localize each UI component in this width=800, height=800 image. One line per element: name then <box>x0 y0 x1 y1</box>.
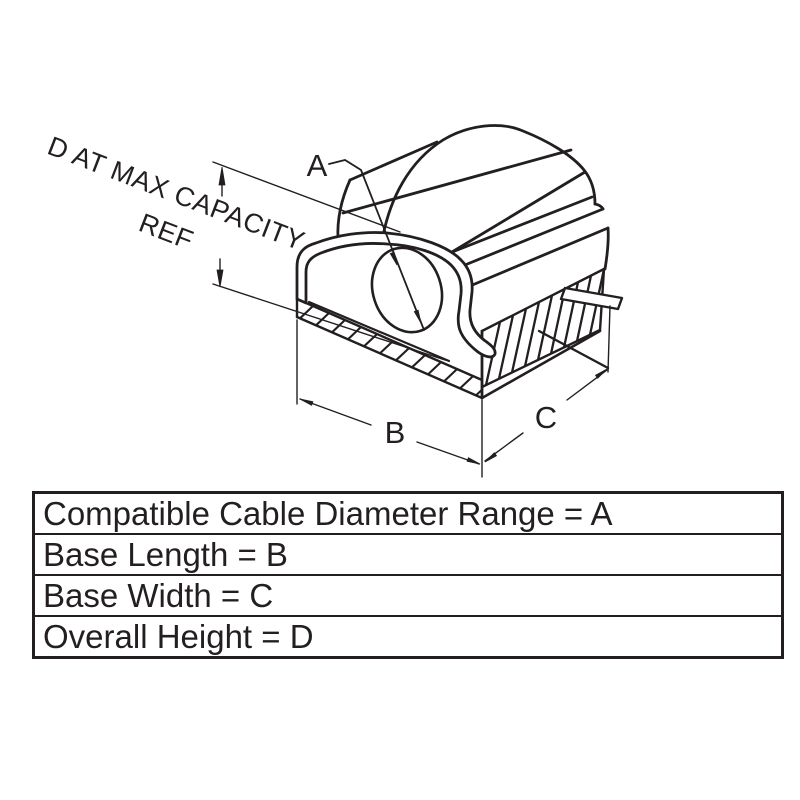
legend-table: Compatible Cable Diameter Range = A Base… <box>32 491 784 659</box>
table-row: Base Length = B <box>35 533 781 574</box>
dim-c-arrow-lower <box>484 452 498 463</box>
hatch-lines-front <box>298 304 482 397</box>
table-cell-dim-d: Overall Height = D <box>43 617 314 655</box>
clip-dome <box>336 124 610 288</box>
dim-d-note-line2: REF <box>135 208 198 256</box>
dim-b-label: B <box>385 415 406 450</box>
table-row: Overall Height = D <box>35 615 781 656</box>
release-liner <box>480 286 624 400</box>
dim-b <box>296 319 483 478</box>
liner-peel-tab <box>559 286 624 311</box>
dim-c-label: C <box>535 400 557 435</box>
dim-c-arrow-upper <box>594 368 608 379</box>
table-cell-dim-b: Base Length = B <box>43 535 288 573</box>
dim-a-arrow-upper <box>389 251 398 266</box>
table-row: Compatible Cable Diameter Range = A <box>35 494 781 533</box>
dim-d <box>212 161 446 361</box>
dim-c <box>484 305 611 463</box>
table-row: Base Width = C <box>35 574 781 615</box>
table-cell-dim-c: Base Width = C <box>43 576 274 614</box>
adhesive-foam-right <box>480 267 606 389</box>
dim-b-arrow-left <box>299 398 314 406</box>
dim-a-label: A <box>307 148 328 183</box>
dim-d-arrow-down <box>216 269 224 288</box>
dim-a-arrow-lower <box>413 309 422 324</box>
dim-b-arrow-right <box>466 457 481 465</box>
hatch-lines-right <box>484 269 604 387</box>
cable-ellipse <box>370 246 444 334</box>
table-cell-dim-a: Compatible Cable Diameter Range = A <box>43 494 613 532</box>
cavity-floor-line <box>307 300 451 363</box>
dim-d-arrow-up <box>218 166 226 186</box>
dim-a <box>328 159 425 331</box>
adhesive-foam-front <box>295 297 484 400</box>
clip-profile <box>295 231 497 359</box>
